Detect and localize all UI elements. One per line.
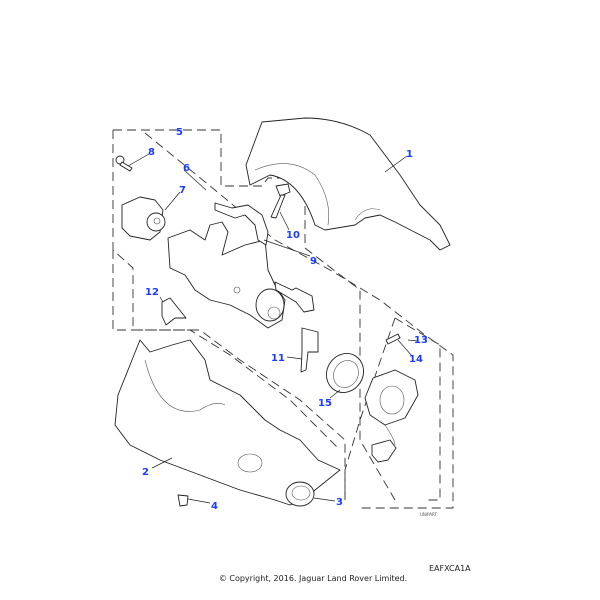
part-13-clockspring xyxy=(364,369,419,463)
callout-9: 9 xyxy=(310,256,317,267)
part-9-clamp xyxy=(214,202,269,246)
callout-12: 12 xyxy=(145,287,159,298)
callouts: 1 2 3 4 5 6 7 8 9 10 11 12 13 14 15 xyxy=(142,127,428,512)
part-11-keys xyxy=(274,281,319,373)
unipart-watermark: UNIPART xyxy=(420,512,437,517)
callout-6: 6 xyxy=(183,163,190,174)
callout-11: 11 xyxy=(271,353,285,364)
part-3-ring xyxy=(285,481,315,507)
part-14-pin xyxy=(385,333,401,345)
reference-code: EAFXCA1A xyxy=(429,564,471,573)
part-8-screw xyxy=(115,155,133,172)
callout-7: 7 xyxy=(179,185,186,196)
callout-3: 3 xyxy=(336,497,343,508)
part-4-screw xyxy=(177,494,189,507)
part-2-lower-shroud xyxy=(114,339,341,506)
callout-10: 10 xyxy=(286,230,300,241)
part-10-bolt xyxy=(270,183,291,219)
callout-8: 8 xyxy=(148,147,155,158)
copyright-notice: © Copyright, 2016. Jaguar Land Rover Lim… xyxy=(218,574,408,583)
leader-lines xyxy=(127,153,419,504)
callout-1: 1 xyxy=(406,149,413,160)
callout-2: 2 xyxy=(142,467,149,478)
callout-13: 13 xyxy=(414,335,428,346)
callout-15: 15 xyxy=(318,398,332,409)
part-15-ring xyxy=(326,353,364,393)
callout-4: 4 xyxy=(211,501,218,512)
callout-14: 14 xyxy=(409,354,423,365)
part-1-upper-shroud xyxy=(245,117,451,251)
lock-housing xyxy=(167,221,286,329)
part-7-ignition-switch xyxy=(121,196,166,241)
callout-5: 5 xyxy=(176,127,183,138)
part-12-clip xyxy=(161,297,187,326)
